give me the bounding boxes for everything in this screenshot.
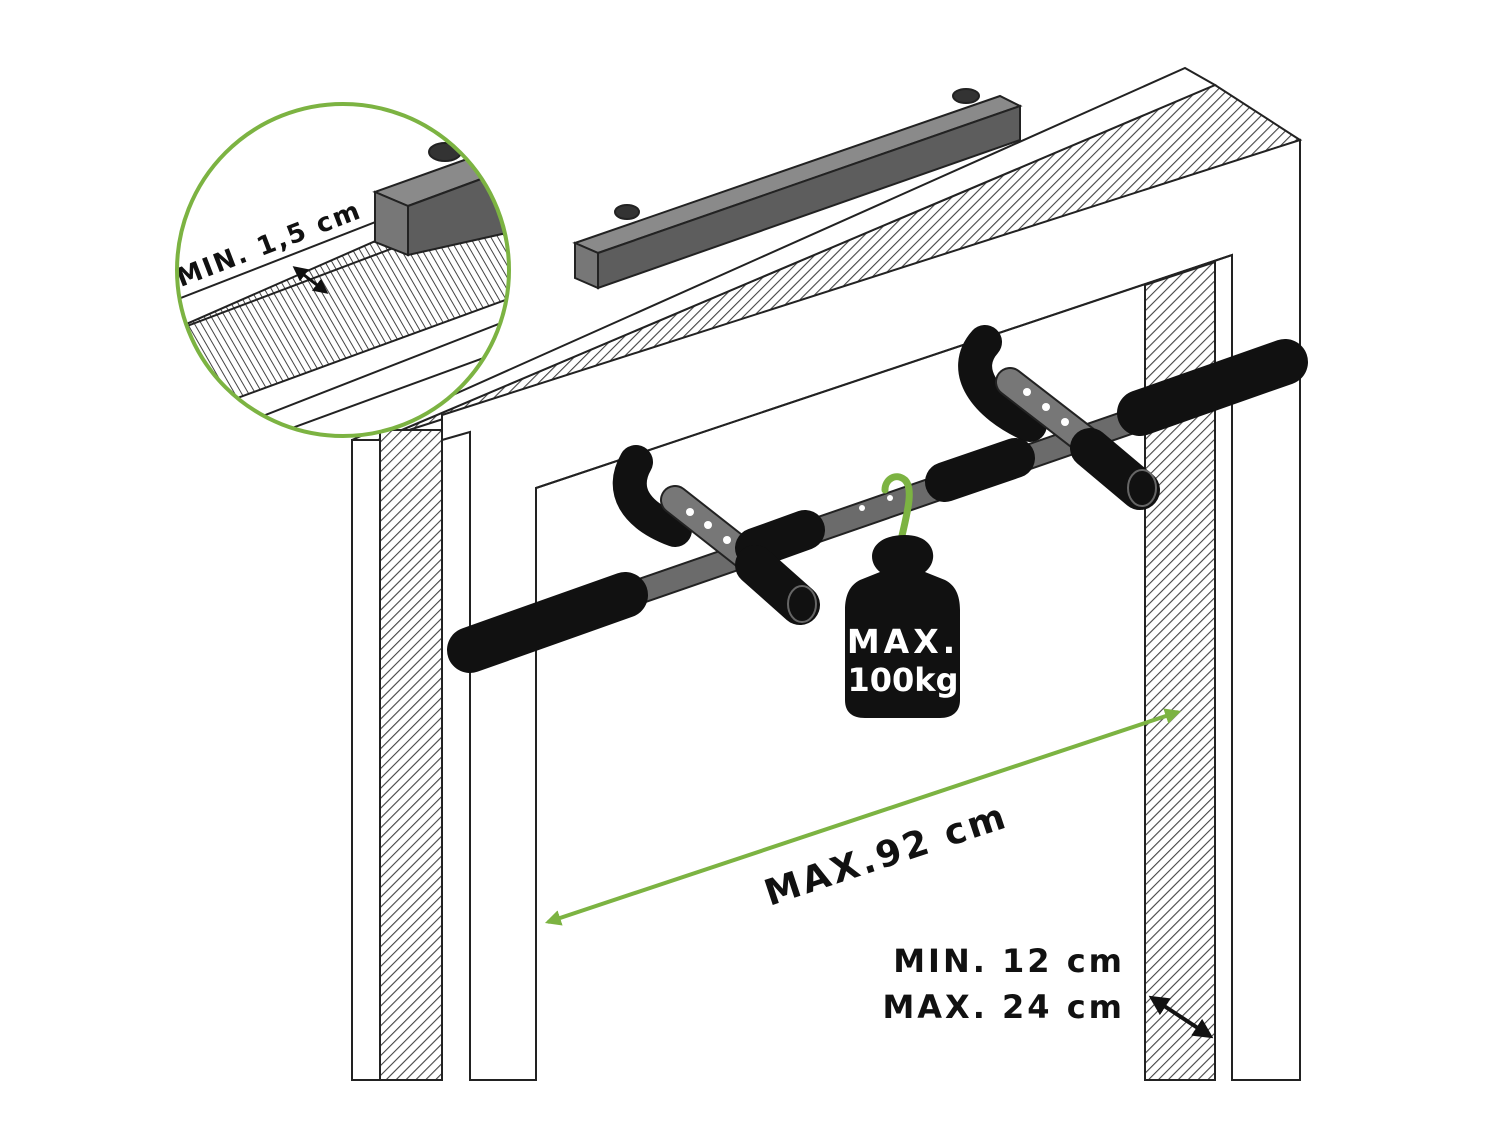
adjust-hole	[723, 536, 731, 544]
left-foam-grip	[447, 572, 648, 673]
adjust-hole	[1061, 418, 1069, 426]
left-hook-arm	[612, 445, 692, 547]
right-handle-end	[1127, 469, 1157, 507]
weight-body	[845, 535, 960, 718]
width-arrow	[544, 708, 1182, 926]
frame-left-trim	[351, 439, 381, 1081]
rod-hole	[887, 495, 893, 501]
frame-opening-edge	[535, 253, 1233, 1080]
right-foam-grip	[1117, 339, 1308, 436]
weight-label-line2: 100kg	[848, 661, 959, 699]
left-handle-end	[787, 585, 817, 623]
pullup-bar	[447, 325, 1308, 673]
rod-hole	[859, 505, 865, 511]
adjust-hole	[1042, 403, 1050, 411]
zoom-circle-border	[175, 102, 511, 438]
frame-left-jamb	[379, 429, 443, 1081]
max-weight-icon: MAX. 100kg	[845, 535, 960, 718]
zoom-block-knob	[428, 142, 462, 162]
weight-hook	[881, 473, 913, 549]
zoom-block-end	[374, 190, 409, 257]
max-width-label: MAX.92 cm	[760, 796, 1014, 915]
adjust-hole	[704, 521, 712, 529]
adjust-hole	[686, 508, 694, 516]
max-width-dimension: MAX.92 cm	[544, 708, 1182, 926]
top-support-blocks	[572, 88, 1023, 290]
right-adjust-tube-fill	[997, 369, 1098, 453]
door-frame	[351, 66, 1303, 1081]
depth-max-label: MAX. 24 cm	[882, 988, 1125, 1026]
right-hook-arm	[958, 325, 1047, 442]
depth-arrow	[1148, 995, 1214, 1039]
detail-zoom-circle: MIN. 1,5 cm	[175, 102, 511, 438]
center-right-foam-grip	[925, 438, 1035, 502]
weight-label-line1: MAX.	[847, 622, 959, 661]
depth-dimension: MIN. 12 cm MAX. 24 cm	[882, 942, 1214, 1039]
depth-min-label: MIN. 12 cm	[893, 942, 1125, 980]
thickness-arrow	[292, 266, 329, 294]
block-knob	[952, 88, 980, 104]
center-left-foam-grip	[735, 510, 825, 568]
block-knob	[614, 204, 640, 220]
long-block-end	[574, 241, 599, 290]
adjust-hole	[1023, 388, 1031, 396]
